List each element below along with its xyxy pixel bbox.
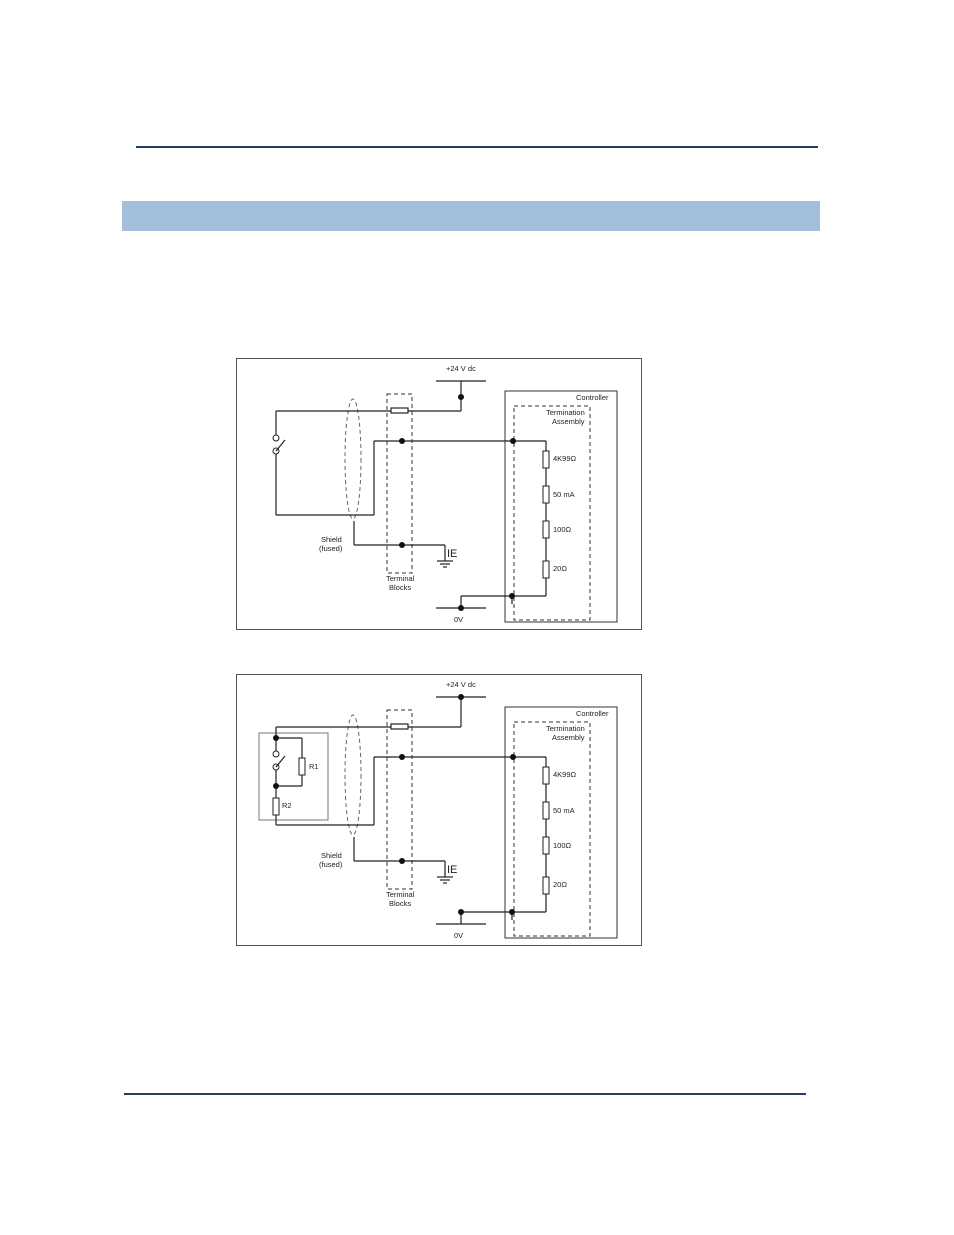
shield-ellipse xyxy=(345,715,361,835)
resistor-r1 xyxy=(299,758,305,775)
resistor-r2 xyxy=(273,798,279,815)
shield-label-2: (fused) xyxy=(319,860,343,869)
junction-dot xyxy=(458,605,464,611)
zero-volt-label: 0V xyxy=(454,931,463,940)
controller-label: Controller xyxy=(576,709,609,718)
termination-label-1: Termination xyxy=(546,408,585,417)
resistor-4 xyxy=(543,561,549,578)
footer-rule xyxy=(124,1093,806,1095)
terminal-label-1: Terminal xyxy=(386,574,415,583)
fuse-symbol xyxy=(391,408,408,413)
earth-label: IE xyxy=(447,864,457,876)
resistor-1 xyxy=(543,767,549,784)
resistor-3 xyxy=(543,837,549,854)
junction-dot xyxy=(399,542,405,548)
diagram-svg: +24 V dc Controller Termination Assembly… xyxy=(236,358,643,631)
supply-label: +24 V dc xyxy=(446,680,476,689)
junction-dot xyxy=(509,909,515,915)
terminal-label-1: Terminal xyxy=(386,890,415,899)
switch-contact xyxy=(273,751,279,757)
wiring-diagram-resistor-switch: +24 V dc Controller Termination Assembly… xyxy=(236,674,643,947)
termination-label-1: Termination xyxy=(546,724,585,733)
junction-dot xyxy=(273,735,279,741)
switch-blade xyxy=(276,440,285,451)
terminal-label-2: Blocks xyxy=(389,899,411,908)
junction-dot xyxy=(458,909,464,915)
resistor-label-2: 50 mA xyxy=(553,490,575,499)
supply-label: +24 V dc xyxy=(446,364,476,373)
termination-assembly-box xyxy=(514,406,590,620)
earth-label: IE xyxy=(447,548,457,560)
junction-dot xyxy=(458,694,464,700)
junction-dot xyxy=(458,394,464,400)
r2-label: R2 xyxy=(282,801,292,810)
resistor-label-4: 20Ω xyxy=(553,880,567,889)
header-rule xyxy=(136,146,818,148)
section-heading-bar xyxy=(122,201,820,231)
termination-label-2: Assembly xyxy=(552,733,585,742)
terminal-label-2: Blocks xyxy=(389,583,411,592)
switch-blade xyxy=(276,756,285,767)
resistor-label-1: 4K99Ω xyxy=(553,454,577,463)
switch-resistor-box xyxy=(259,733,328,820)
fuse-symbol xyxy=(391,724,408,729)
resistor-1 xyxy=(543,451,549,468)
junction-dot xyxy=(510,438,516,444)
resistor-label-4: 20Ω xyxy=(553,564,567,573)
resistor-2 xyxy=(543,802,549,819)
wiring-diagram-switch: +24 V dc Controller Termination Assembly… xyxy=(236,358,643,631)
diagram-svg: +24 V dc Controller Termination Assembly… xyxy=(236,674,643,947)
junction-dot xyxy=(273,783,279,789)
controller-label: Controller xyxy=(576,393,609,402)
switch-contact xyxy=(273,435,279,441)
r1-label: R1 xyxy=(309,762,319,771)
shield-label-1: Shield xyxy=(321,851,342,860)
junction-dot xyxy=(399,754,405,760)
termination-assembly-box xyxy=(514,722,590,936)
resistor-label-1: 4K99Ω xyxy=(553,770,577,779)
resistor-label-3: 100Ω xyxy=(553,525,572,534)
junction-dot xyxy=(509,593,515,599)
zero-volt-label: 0V xyxy=(454,615,463,624)
shield-label-1: Shield xyxy=(321,535,342,544)
resistor-label-2: 50 mA xyxy=(553,806,575,815)
resistor-3 xyxy=(543,521,549,538)
resistor-2 xyxy=(543,486,549,503)
resistor-label-3: 100Ω xyxy=(553,841,572,850)
junction-dot xyxy=(510,754,516,760)
shield-ellipse xyxy=(345,399,361,519)
resistor-4 xyxy=(543,877,549,894)
termination-label-2: Assembly xyxy=(552,417,585,426)
shield-label-2: (fused) xyxy=(319,544,343,553)
junction-dot xyxy=(399,438,405,444)
junction-dot xyxy=(399,858,405,864)
